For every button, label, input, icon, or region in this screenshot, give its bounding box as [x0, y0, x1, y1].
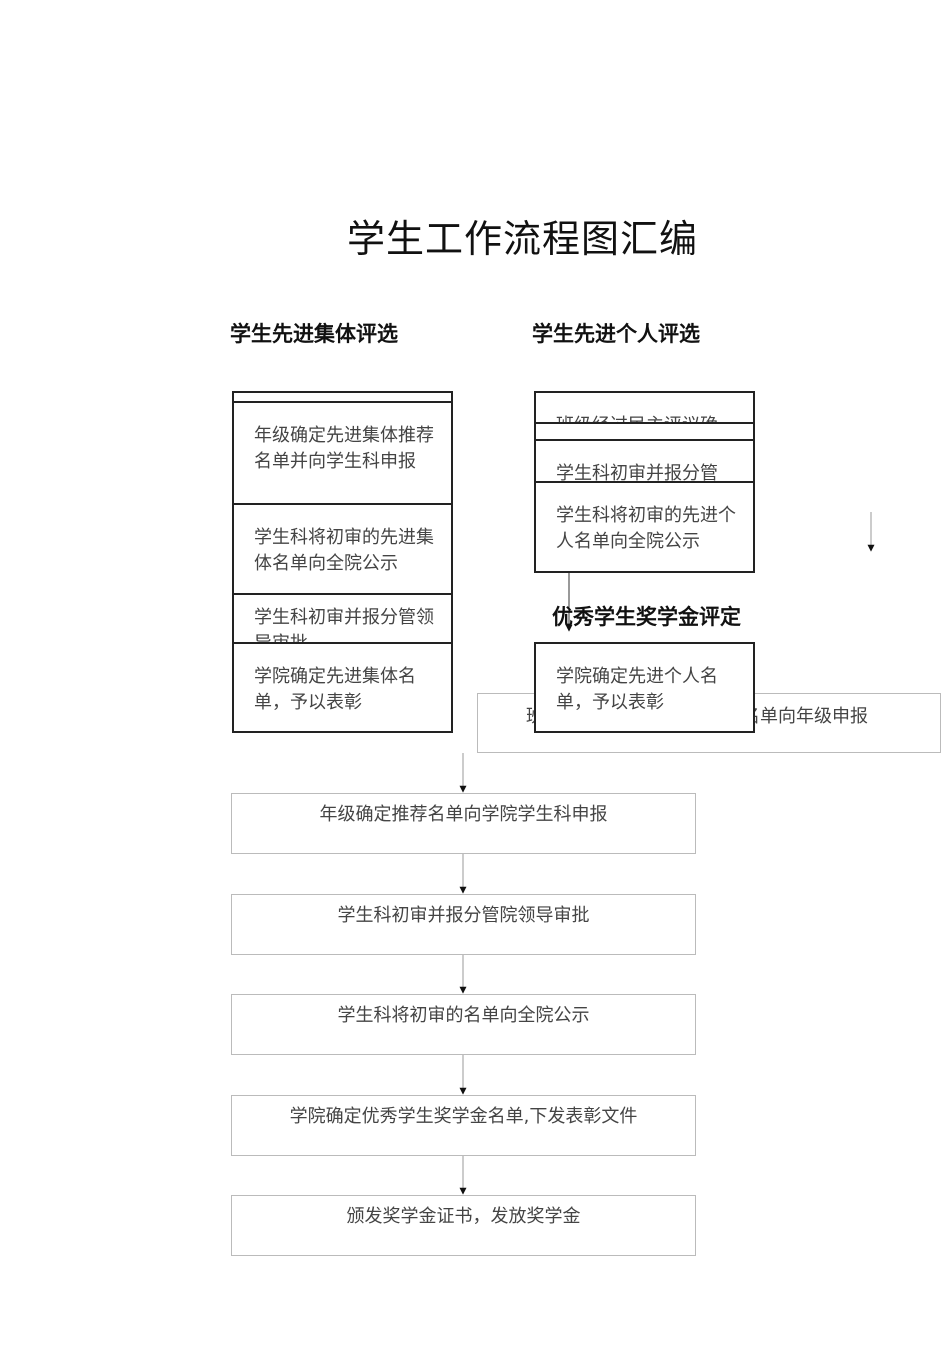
collective-step-1: 年级确定先进集体推荐名单并向学生科申报	[232, 401, 453, 505]
collective-step-3: 学生科初审并报分管领导审批	[232, 593, 453, 644]
scholarship-step-6: 颁发奖学金证书，发放奖学金	[231, 1195, 696, 1256]
scholarship-heading: 优秀学生奖学金评定	[552, 605, 741, 629]
individual-heading: 学生先进个人评选	[532, 322, 700, 346]
individual-step-1-text: 班级经过民主评议确	[556, 415, 718, 423]
individual-step-2-text: 学生科初审并报分管	[556, 463, 718, 484]
scholarship-step-3: 学生科初审并报分管院领导审批	[231, 894, 696, 955]
scholarship-step-2: 年级确定推荐名单向学院学生科申报	[231, 793, 696, 854]
collective-step-4-text: 学院确定先进集体名单，予以表彰	[254, 666, 416, 713]
collective-step-1-text: 年级确定先进集体推荐名单并向学生科申报	[254, 425, 434, 472]
collective-step-2-text: 学生科将初审的先进集体名单向全院公示	[254, 527, 434, 574]
page-title: 学生工作流程图汇编	[346, 217, 698, 261]
individual-step-3-text: 学生科将初审的先进个人名单向全院公示	[556, 505, 736, 552]
scholarship-step-6-text: 颁发奖学金证书，发放奖学金	[346, 1206, 581, 1227]
collective-step-3-text: 学生科初审并报分管领导审批	[254, 607, 434, 644]
individual-step-2: 学生科初审并报分管	[534, 439, 755, 484]
individual-step-4: 学院确定先进个人名单，予以表彰	[534, 642, 755, 733]
individual-step-4-text: 学院确定先进个人名单，予以表彰	[556, 666, 718, 713]
scholarship-step-5-text: 学院确定优秀学生奖学金名单,下发表彰文件	[289, 1106, 638, 1127]
collective-heading: 学生先进集体评选	[230, 322, 398, 346]
scholarship-step-2-text: 年级确定推荐名单向学院学生科申报	[319, 804, 608, 825]
collective-step-4: 学院确定先进集体名单，予以表彰	[232, 642, 453, 733]
scholarship-step-4-text: 学生科将初审的名单向全院公示	[337, 1005, 590, 1026]
scholarship-step-3-text: 学生科初审并报分管院领导审批	[337, 905, 590, 926]
collective-step-2: 学生科将初审的先进集体名单向全院公示	[232, 503, 453, 595]
scholarship-step-4: 学生科将初审的名单向全院公示	[231, 994, 696, 1055]
scholarship-step-5: 学院确定优秀学生奖学金名单,下发表彰文件	[231, 1095, 696, 1156]
individual-step-3: 学生科将初审的先进个人名单向全院公示	[534, 481, 755, 573]
individual-step-1: 班级经过民主评议确	[534, 391, 755, 425]
